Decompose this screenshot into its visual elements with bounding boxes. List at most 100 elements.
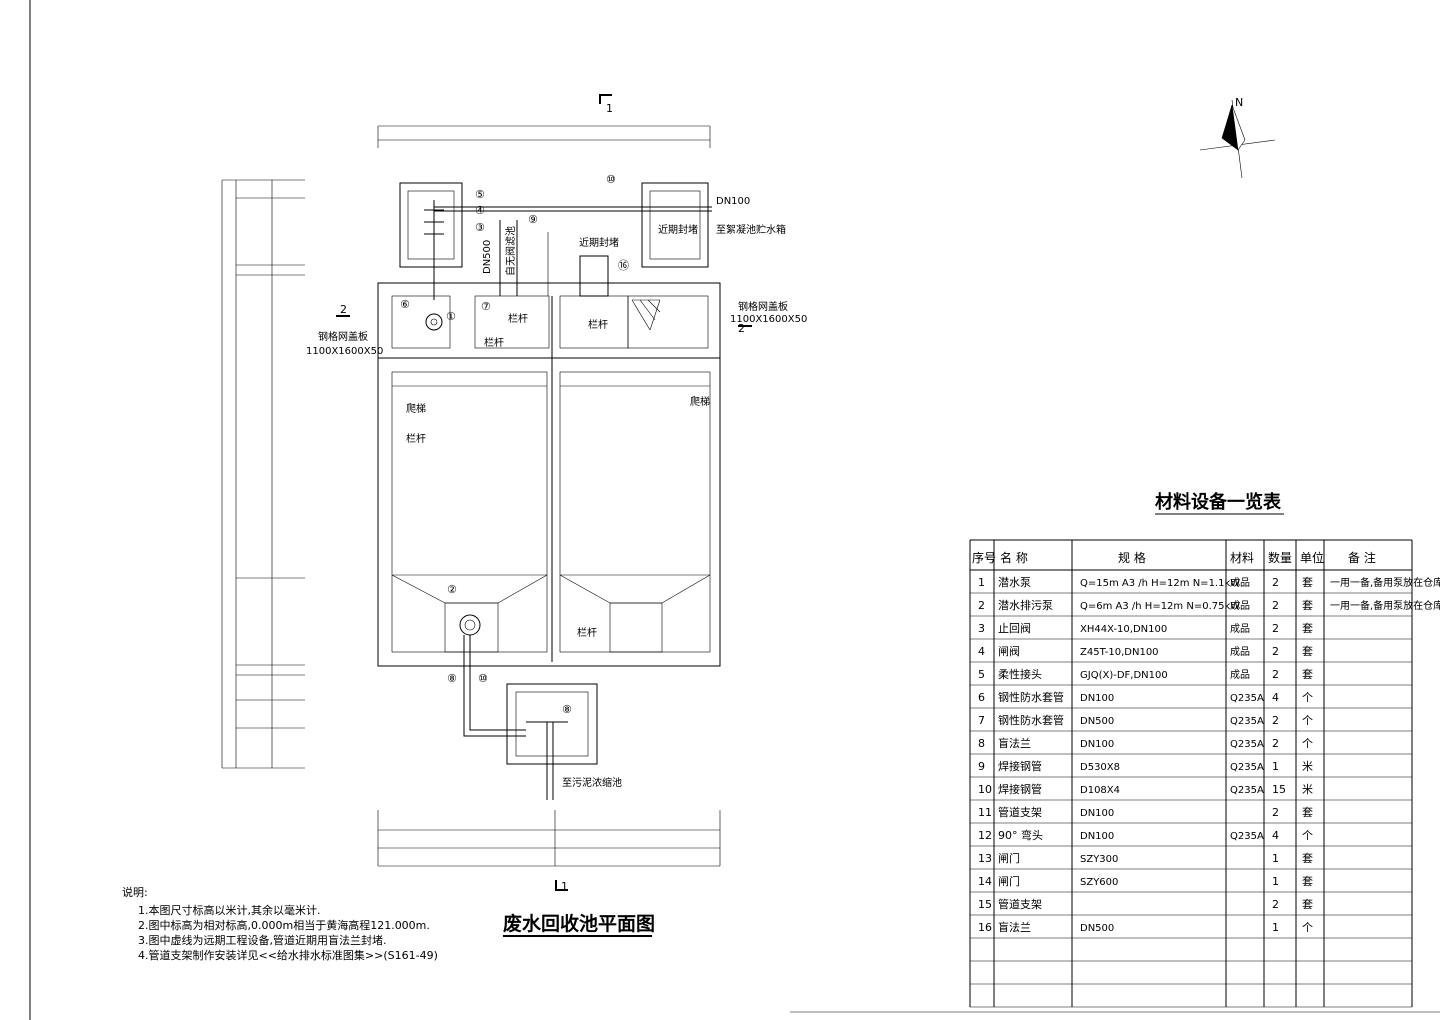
table-cell-spec: DN100 — [1080, 693, 1114, 704]
table-cell-no: 7 — [978, 714, 985, 727]
callout-8-right: ⑧ — [562, 703, 572, 716]
table-header-no: 序号 — [972, 550, 996, 565]
table-cell-unit: 个 — [1302, 714, 1313, 727]
table-cell-name: 闸阀 — [998, 644, 1020, 658]
table-cell-name: 止回阀 — [998, 621, 1031, 635]
table-cell-qty: 2 — [1272, 668, 1279, 681]
table-cell-no: 10 — [978, 783, 992, 796]
table-cell-unit: 个 — [1302, 921, 1313, 934]
pump-chamber-top-left — [399, 182, 463, 300]
table-cell-qty: 2 — [1272, 737, 1279, 750]
label-railing-2: 栏杆 — [588, 318, 608, 331]
table-cell-qty: 2 — [1272, 645, 1279, 658]
table-header-unit: 单位 — [1300, 550, 1324, 565]
table-cell-qty: 2 — [1272, 898, 1279, 911]
table-cell-unit: 套 — [1302, 576, 1313, 589]
table-cell-unit: 套 — [1302, 622, 1313, 635]
table-header-name: 名 称 — [1000, 550, 1028, 565]
table-header-spec: 规 格 — [1118, 550, 1146, 565]
table-cell-qty: 2 — [1272, 714, 1279, 727]
tank-top-right — [641, 182, 709, 268]
table-cell-qty: 1 — [1272, 852, 1279, 865]
table-cell-name: 焊接钢管 — [998, 759, 1042, 773]
table-cell-qty: 2 — [1272, 806, 1279, 819]
svg-text:1: 1 — [606, 102, 613, 115]
seal-pipe-16 — [579, 255, 609, 297]
label-railing-4: 栏杆 — [406, 432, 426, 445]
svg-text:2: 2 — [738, 322, 745, 335]
svg-text:1: 1 — [561, 880, 568, 893]
table-cell-spec: DN500 — [1080, 923, 1114, 934]
table-cell-unit: 套 — [1302, 668, 1313, 681]
table-cell-no: 8 — [978, 737, 985, 750]
table-cell-material: 成品 — [1230, 646, 1250, 658]
label-railing-1: 栏杆 — [508, 312, 528, 325]
callout-10-bottom: ⑩ — [478, 672, 488, 685]
table-cell-qty: 1 — [1272, 760, 1279, 773]
table-cell-qty: 2 — [1272, 576, 1279, 589]
label-grate-right-name: 钢格网盖板 — [738, 300, 788, 313]
table-cell-unit: 套 — [1302, 806, 1313, 819]
table-cell-unit: 米 — [1302, 783, 1313, 796]
table-header-qty: 数量 — [1268, 550, 1292, 565]
table-cell-no: 6 — [978, 691, 985, 704]
svg-text:废水回收池平面图: 废水回收池平面图 — [503, 912, 655, 935]
callout-3: ③ — [475, 221, 485, 234]
table-cell-name: 盲法兰 — [998, 736, 1031, 750]
table-cell-name: 闸门 — [998, 874, 1020, 888]
table-cell-unit: 套 — [1302, 898, 1313, 911]
callout-7: ⑦ — [481, 300, 491, 313]
table-cell-name: 闸门 — [998, 851, 1020, 865]
table-cell-unit: 个 — [1302, 829, 1313, 842]
label-to-sludge: 至污泥浓缩池 — [562, 776, 622, 789]
table-cell-material: Q235A — [1230, 739, 1264, 750]
svg-text:材料设备一览表: 材料设备一览表 — [1155, 491, 1282, 513]
label-seal-future-2: 近期封堵 — [579, 236, 619, 249]
table-cell-qty: 1 — [1272, 921, 1279, 934]
callout-8-left: ⑧ — [447, 672, 457, 685]
table-cell-spec: Q=15m A3 /h H=12m N=1.1kW — [1080, 578, 1240, 589]
table-cell-unit: 套 — [1302, 852, 1313, 865]
table-cell-unit: 套 — [1302, 875, 1313, 888]
table-cell-spec: Q=6m A3 /h H=12m N=0.75kW — [1080, 601, 1240, 612]
table-cell-name: 钢性防水套管 — [998, 713, 1064, 727]
table-cell-material: 成品 — [1230, 600, 1250, 612]
table-cell-spec: DN100 — [1080, 808, 1114, 819]
table-cell-spec: D108X4 — [1080, 785, 1120, 796]
label-railing-5: 栏杆 — [577, 626, 597, 639]
table-cell-spec: DN100 — [1080, 739, 1114, 750]
callout-9: ⑨ — [528, 213, 538, 226]
label-from-filter: 自无阀滤池 — [504, 226, 517, 276]
label-ladder-left: 爬梯 — [406, 402, 426, 415]
pump-2 — [459, 614, 481, 636]
table-cell-spec: SZY300 — [1080, 854, 1118, 865]
drawing-title: 废水回收池平面图 — [503, 912, 655, 937]
table-cell-no: 14 — [978, 875, 992, 888]
table-cell-unit: 套 — [1302, 645, 1313, 658]
table-header-remark: 备 注 — [1348, 550, 1376, 565]
table-cell-spec: GJQ(X)-DF,DN100 — [1080, 670, 1168, 681]
label-railing-3: 栏杆 — [484, 336, 504, 349]
table-cell-name: 潜水泵 — [998, 575, 1031, 589]
table-cell-name: 柔性接头 — [998, 667, 1042, 681]
table-cell-material: Q235A — [1230, 693, 1264, 704]
section-mark-2-left: 2 — [336, 303, 350, 317]
label-ladder-right: 爬梯 — [690, 395, 710, 408]
table-cell-no: 12 — [978, 829, 992, 842]
pipe-dn100-top — [434, 206, 712, 212]
table-cell-name: 管道支架 — [998, 805, 1042, 819]
table-cell-material: Q235A — [1230, 785, 1264, 796]
table-cell-spec: DN100 — [1080, 831, 1114, 842]
table-cell-no: 2 — [978, 599, 985, 612]
callout-5: ⑤ — [475, 188, 485, 201]
table-cell-no: 1 — [978, 576, 985, 589]
callout-16: ⑯ — [618, 259, 629, 272]
table-cell-material: Q235A — [1230, 716, 1264, 727]
table-cell-qty: 4 — [1272, 829, 1279, 842]
table-cell-remark: 一用一备,备用泵放在仓库 — [1330, 599, 1440, 612]
table-cell-unit: 个 — [1302, 737, 1313, 750]
callout-2: ② — [447, 583, 457, 596]
table-cell-name: 焊接钢管 — [998, 782, 1042, 796]
svg-text:2: 2 — [340, 303, 347, 316]
table-cell-material: Q235A — [1230, 831, 1264, 842]
